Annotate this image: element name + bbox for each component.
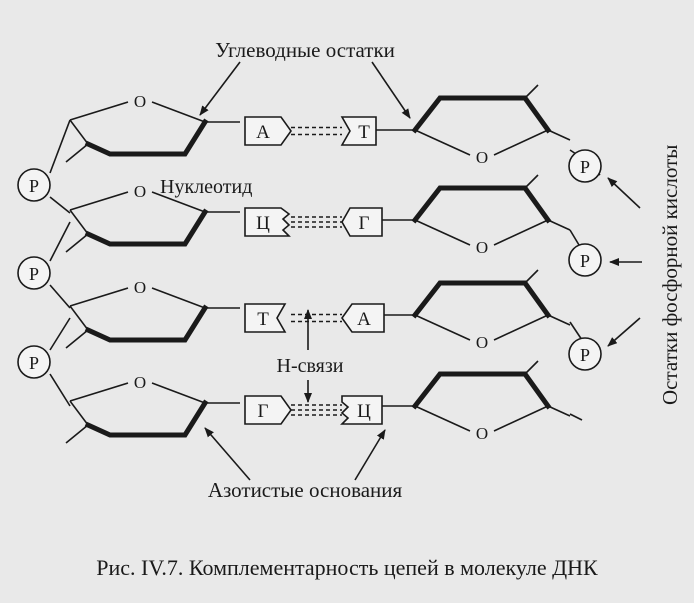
oxygen-label: О [476, 333, 488, 352]
right-backbone [569, 149, 601, 421]
base-left-box [244, 116, 292, 146]
base-right-box [341, 207, 383, 237]
oxygen-label: О [476, 424, 488, 443]
phosphate-label: Р [580, 157, 590, 177]
right-sugar-rings: О О О О [375, 84, 571, 443]
left-sugar-ring: О [65, 182, 240, 253]
phosphate-group-right-2: Р [568, 243, 602, 277]
left-sugar-ring: О [65, 373, 240, 444]
left-sugar-rings: О О О О [65, 92, 240, 444]
oxygen-label: О [134, 182, 146, 201]
nucleotide-label: Нуклеотид [160, 176, 252, 198]
right-sugar-ring: О [375, 84, 571, 167]
phosphates-arrow-1 [607, 177, 641, 209]
oxygen-label: О [476, 238, 488, 257]
base-left-letter: Г [258, 401, 269, 422]
phosphates-label: Остатки фосфорной кислоты [658, 145, 682, 405]
base-right-letter: Т [358, 122, 370, 143]
phosphate-group-left-3: Р [17, 345, 51, 379]
oxygen-label: О [134, 278, 146, 297]
base-left-letter: Т [257, 309, 269, 330]
sugars-label: Углеводные остатки [215, 38, 395, 62]
base-right-box [340, 116, 377, 146]
right-sugar-ring: О [375, 269, 571, 352]
base-left-box [244, 303, 287, 333]
phosphate-group-right-1: Р [568, 149, 602, 183]
bases-arrow-left [204, 427, 251, 481]
left-backbone [49, 119, 71, 407]
base-left-box [244, 207, 291, 237]
base-left-letter: Ц [256, 213, 270, 234]
right-sugar-ring: О [375, 174, 571, 257]
base-left-box [244, 395, 292, 425]
bases-label: Азотистые основания [208, 478, 403, 502]
base-right-letter: А [357, 309, 371, 330]
phosphate-group-right-3: Р [568, 337, 602, 371]
phosphate-label: Р [580, 345, 590, 365]
right-sugar-ring: О [375, 360, 571, 443]
phosphate-group-left-2: Р [17, 256, 51, 290]
figure-caption: Рис. IV.7. Комплементарность цепей в мол… [96, 555, 598, 580]
phosphate-label: Р [29, 353, 39, 373]
base-right-box [340, 395, 383, 425]
phosphate-label: Р [29, 176, 39, 196]
base-left-letter: А [256, 122, 270, 143]
left-sugar-ring: О [65, 92, 240, 163]
base-right-letter: Г [359, 213, 370, 234]
phosphate-group-left-1: Р [17, 168, 51, 202]
oxygen-label: О [134, 92, 146, 111]
base-right-box [341, 303, 385, 333]
oxygen-label: О [134, 373, 146, 392]
oxygen-label: О [476, 148, 488, 167]
phosphate-label: Р [29, 264, 39, 284]
phosphate-label: Р [580, 251, 590, 271]
sugars-arrow-left [199, 61, 241, 116]
phosphates-arrow-3 [607, 317, 641, 347]
hbonds-label: Н-связи [277, 355, 344, 377]
left-sugar-ring: О [65, 278, 240, 349]
base-right-letter: Ц [357, 401, 371, 422]
sugars-arrow-right [371, 61, 411, 119]
bases-arrow-right [354, 429, 386, 481]
